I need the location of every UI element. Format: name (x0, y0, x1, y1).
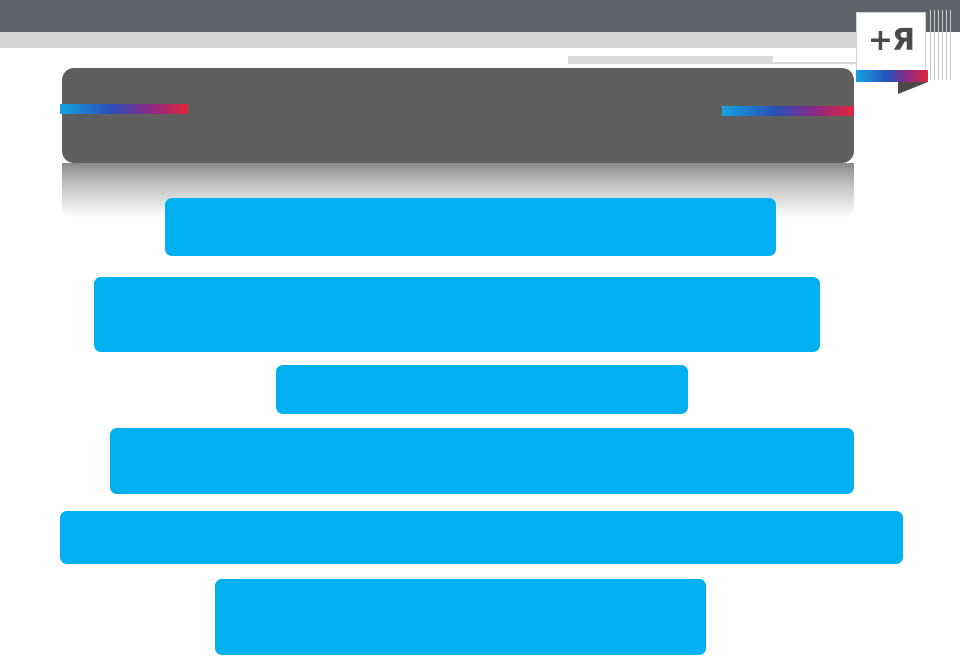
top-strip (0, 32, 860, 48)
content-block-2 (94, 277, 820, 352)
title-underline (568, 56, 773, 64)
logo-text: +Я (867, 23, 915, 58)
top-strip-white (0, 48, 568, 68)
title-underline-thin (773, 62, 858, 64)
decorative-lines (928, 10, 960, 80)
content-block-1 (165, 198, 776, 256)
content-block-3 (276, 365, 688, 414)
accent-bar-right (722, 106, 854, 116)
accent-bar-left (60, 104, 188, 114)
logo-color-band (856, 70, 928, 82)
content-block-5 (60, 511, 903, 564)
top-bar (0, 0, 960, 32)
logo-tail (898, 82, 928, 94)
content-block-4 (110, 428, 854, 494)
content-block-6 (215, 579, 706, 655)
